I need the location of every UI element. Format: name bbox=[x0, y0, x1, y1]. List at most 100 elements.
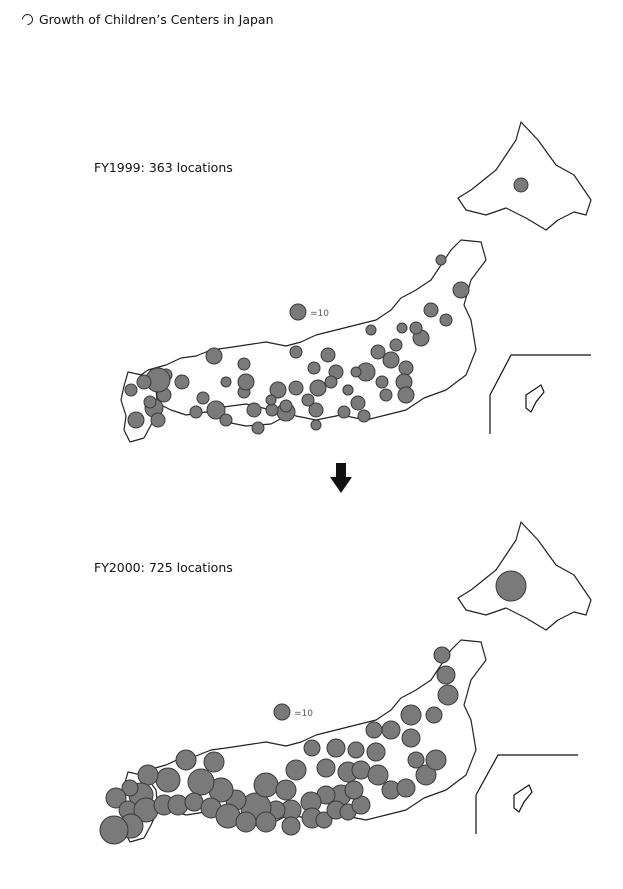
prefecture-bubble bbox=[301, 393, 315, 407]
prefecture-bubble bbox=[326, 738, 346, 758]
honshu-outline bbox=[123, 239, 487, 421]
prefecture-bubble bbox=[307, 361, 321, 375]
prefecture-bubble bbox=[437, 684, 459, 706]
japan-map-fy2000: =10 bbox=[99, 521, 592, 845]
prefecture-bubble bbox=[407, 751, 425, 769]
page-title: Growth of Children’s Centers in Japan bbox=[39, 12, 274, 27]
legend-10: =10 bbox=[273, 703, 313, 721]
prefecture-bubble bbox=[205, 347, 223, 365]
prefecture-bubble bbox=[397, 386, 415, 404]
prefecture-bubble bbox=[425, 706, 443, 724]
map-label-fy1999: FY1999: 363 locations bbox=[94, 160, 233, 175]
prefecture-bubble bbox=[382, 351, 400, 369]
prefecture-bubble bbox=[285, 759, 307, 781]
honshu-outline bbox=[123, 639, 487, 821]
prefecture-bubble bbox=[342, 384, 354, 396]
prefecture-bubble bbox=[400, 704, 422, 726]
prefecture-bubble bbox=[235, 811, 257, 833]
prefecture-bubble bbox=[309, 379, 327, 397]
prefecture-bubble bbox=[253, 772, 279, 798]
prefecture-bubble bbox=[275, 779, 297, 801]
down-arrow-icon bbox=[330, 463, 352, 493]
prefecture-bubble bbox=[366, 742, 386, 762]
prefecture-bubble bbox=[203, 751, 225, 773]
open-circle-bullet-icon bbox=[19, 11, 36, 28]
prefecture-bubble bbox=[415, 764, 437, 786]
prefecture-bubble bbox=[425, 749, 447, 771]
prefecture-bubble bbox=[206, 400, 226, 420]
prefecture-bubble bbox=[439, 313, 453, 327]
prefecture-bubble bbox=[255, 811, 277, 833]
prefecture-bubble bbox=[196, 391, 210, 405]
prefecture-bubble bbox=[105, 787, 127, 809]
prefecture-bubble bbox=[175, 749, 197, 771]
prefecture-bubble bbox=[423, 302, 439, 318]
prefecture-bubble bbox=[308, 402, 324, 418]
legend-unit-label: =10 bbox=[294, 709, 313, 719]
prefecture-bubble bbox=[379, 388, 393, 402]
prefecture-bubble bbox=[310, 419, 322, 431]
prefecture-bubble bbox=[174, 374, 190, 390]
prefecture-bubble bbox=[452, 281, 470, 299]
hokkaido-outline bbox=[457, 121, 592, 231]
prefecture-bubble bbox=[436, 665, 456, 685]
prefecture-bubble bbox=[303, 739, 321, 757]
prefecture-bubble bbox=[265, 403, 279, 417]
map-panel-fy2000: FY2000: 725 locations =10 bbox=[86, 520, 606, 850]
prefecture-bubble bbox=[398, 360, 414, 376]
prefecture-bubble bbox=[350, 366, 362, 378]
prefecture-bubble bbox=[289, 345, 303, 359]
prefecture-bubble bbox=[513, 177, 529, 193]
map-panel-fy1999: FY1999: 363 locations =10 bbox=[86, 120, 606, 450]
prefecture-bubble bbox=[251, 421, 265, 435]
japan-map-fy1999: =10 bbox=[120, 121, 592, 443]
prefecture-bubble bbox=[121, 779, 139, 797]
prefecture-bubble bbox=[127, 411, 145, 429]
prefecture-bubble bbox=[365, 324, 377, 336]
prefecture-bubble bbox=[367, 764, 389, 786]
prefecture-bubble bbox=[389, 338, 403, 352]
prefecture-bubble bbox=[99, 815, 129, 845]
legend-bubble bbox=[273, 703, 291, 721]
prefecture-bubble bbox=[409, 321, 423, 335]
legend-unit-label: =10 bbox=[310, 309, 329, 319]
prefecture-bubble bbox=[344, 780, 364, 800]
prefecture-bubble bbox=[155, 767, 181, 793]
prefecture-bubble bbox=[324, 375, 338, 389]
prefecture-bubble bbox=[269, 381, 287, 399]
prefecture-bubble bbox=[136, 374, 152, 390]
page-heading: Growth of Children’s Centers in Japan bbox=[19, 11, 274, 28]
prefecture-bubble bbox=[237, 357, 251, 371]
prefecture-bubble bbox=[219, 413, 233, 427]
prefecture-bubble bbox=[220, 376, 232, 388]
okinawa-outline bbox=[525, 384, 545, 413]
prefecture-bubble bbox=[396, 322, 408, 334]
prefecture-bubble bbox=[495, 570, 527, 602]
prefecture-bubble bbox=[357, 409, 371, 423]
prefecture-bubble bbox=[396, 778, 416, 798]
prefecture-bubble bbox=[279, 399, 293, 413]
prefecture-bubble bbox=[150, 412, 166, 428]
prefecture-bubble bbox=[288, 380, 304, 396]
prefecture-bubble bbox=[246, 402, 262, 418]
prefecture-bubble bbox=[381, 720, 401, 740]
prefecture-bubble bbox=[124, 383, 138, 397]
prefecture-bubble bbox=[315, 811, 333, 829]
inset-frame bbox=[489, 354, 591, 434]
okinawa-inset bbox=[475, 754, 578, 834]
hokkaido-outline bbox=[457, 521, 592, 631]
map-label-fy2000: FY2000: 725 locations bbox=[94, 560, 233, 575]
prefecture-bubble bbox=[281, 816, 301, 836]
prefecture-bubble bbox=[347, 741, 365, 759]
prefecture-bubble bbox=[370, 344, 386, 360]
prefecture-bubble bbox=[320, 347, 336, 363]
prefecture-bubble bbox=[189, 405, 203, 419]
prefecture-bubble bbox=[184, 792, 204, 812]
okinawa-outline bbox=[513, 784, 533, 813]
okinawa-inset bbox=[489, 354, 591, 434]
prefecture-bubble bbox=[337, 405, 351, 419]
prefecture-bubble bbox=[435, 254, 447, 266]
prefecture-bubble bbox=[433, 646, 451, 664]
prefecture-bubble bbox=[187, 768, 215, 796]
prefecture-bubble bbox=[365, 721, 383, 739]
